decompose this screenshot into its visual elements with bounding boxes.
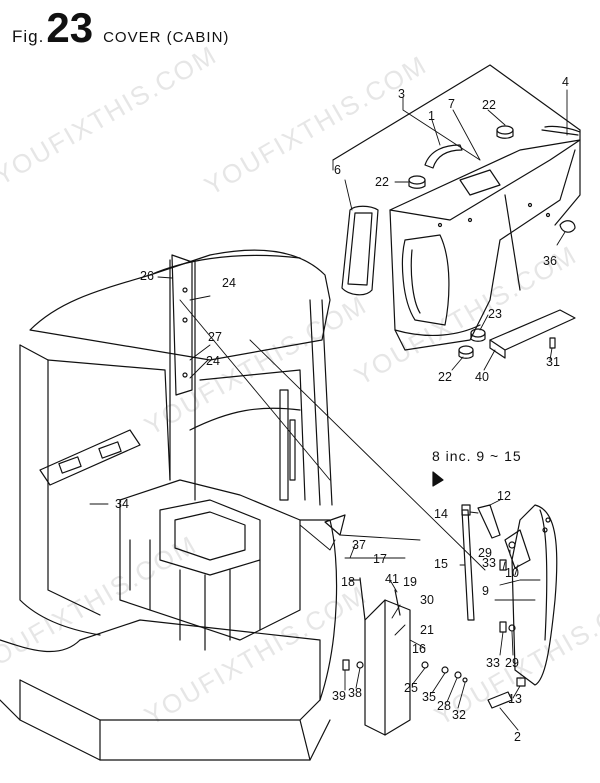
callout-38: 38: [348, 686, 362, 700]
callout-32: 32: [452, 708, 466, 722]
note-8-inclusion: 8 inc. 9 ~ 15: [432, 448, 522, 464]
rear-cover-panel: [332, 64, 581, 359]
callout-31: 31: [546, 355, 560, 369]
callout-16: 16: [412, 642, 426, 656]
callout-36: 36: [543, 254, 557, 268]
callout-22b: 22: [482, 98, 496, 112]
callout-19: 19: [403, 575, 417, 589]
leader-lines: [89, 89, 568, 731]
figure-prefix: Fig.: [12, 27, 45, 46]
callout-41: 41: [385, 572, 399, 586]
callout-29b: 29: [505, 656, 519, 670]
callout-34: 34: [115, 497, 129, 511]
callout-6: 6: [334, 163, 341, 177]
callout-28: 28: [437, 699, 451, 713]
callout-33b: 33: [486, 656, 500, 670]
lower-cover-parts: [324, 471, 558, 736]
figure-number: 23: [46, 4, 94, 51]
callout-13: 13: [508, 692, 522, 706]
callout-24a: 24: [222, 276, 236, 290]
callout-1: 1: [428, 109, 435, 123]
callout-12: 12: [497, 489, 511, 503]
callout-26: 26: [140, 269, 154, 283]
callout-10: 10: [505, 566, 519, 580]
callout-33a: 33: [482, 556, 496, 570]
callout-37: 37: [352, 538, 366, 552]
callout-30: 30: [420, 593, 434, 607]
callout-35: 35: [422, 690, 436, 704]
callout-4: 4: [562, 75, 569, 89]
callout-40: 40: [475, 370, 489, 384]
figure-title: COVER (CABIN): [103, 29, 230, 46]
callout-27: 27: [208, 330, 222, 344]
callout-7: 7: [448, 97, 455, 111]
callout-15: 15: [434, 557, 448, 571]
callout-39: 39: [332, 689, 346, 703]
callout-18: 18: [341, 575, 355, 589]
callout-25: 25: [404, 681, 418, 695]
callout-17: 17: [373, 552, 387, 566]
figure-header: Fig. 23 COVER (CABIN): [12, 4, 230, 51]
callout-22c: 22: [438, 370, 452, 384]
callout-21: 21: [420, 623, 434, 637]
callout-24b: 24: [206, 354, 220, 368]
callout-14: 14: [434, 507, 448, 521]
callout-22a: 22: [375, 175, 389, 189]
callout-3: 3: [398, 87, 405, 101]
callout-23: 23: [488, 307, 502, 321]
callout-29a: 29: [478, 546, 492, 560]
callout-2: 2: [514, 730, 521, 744]
cabin-body: [0, 249, 338, 761]
callout-9: 9: [482, 584, 489, 598]
